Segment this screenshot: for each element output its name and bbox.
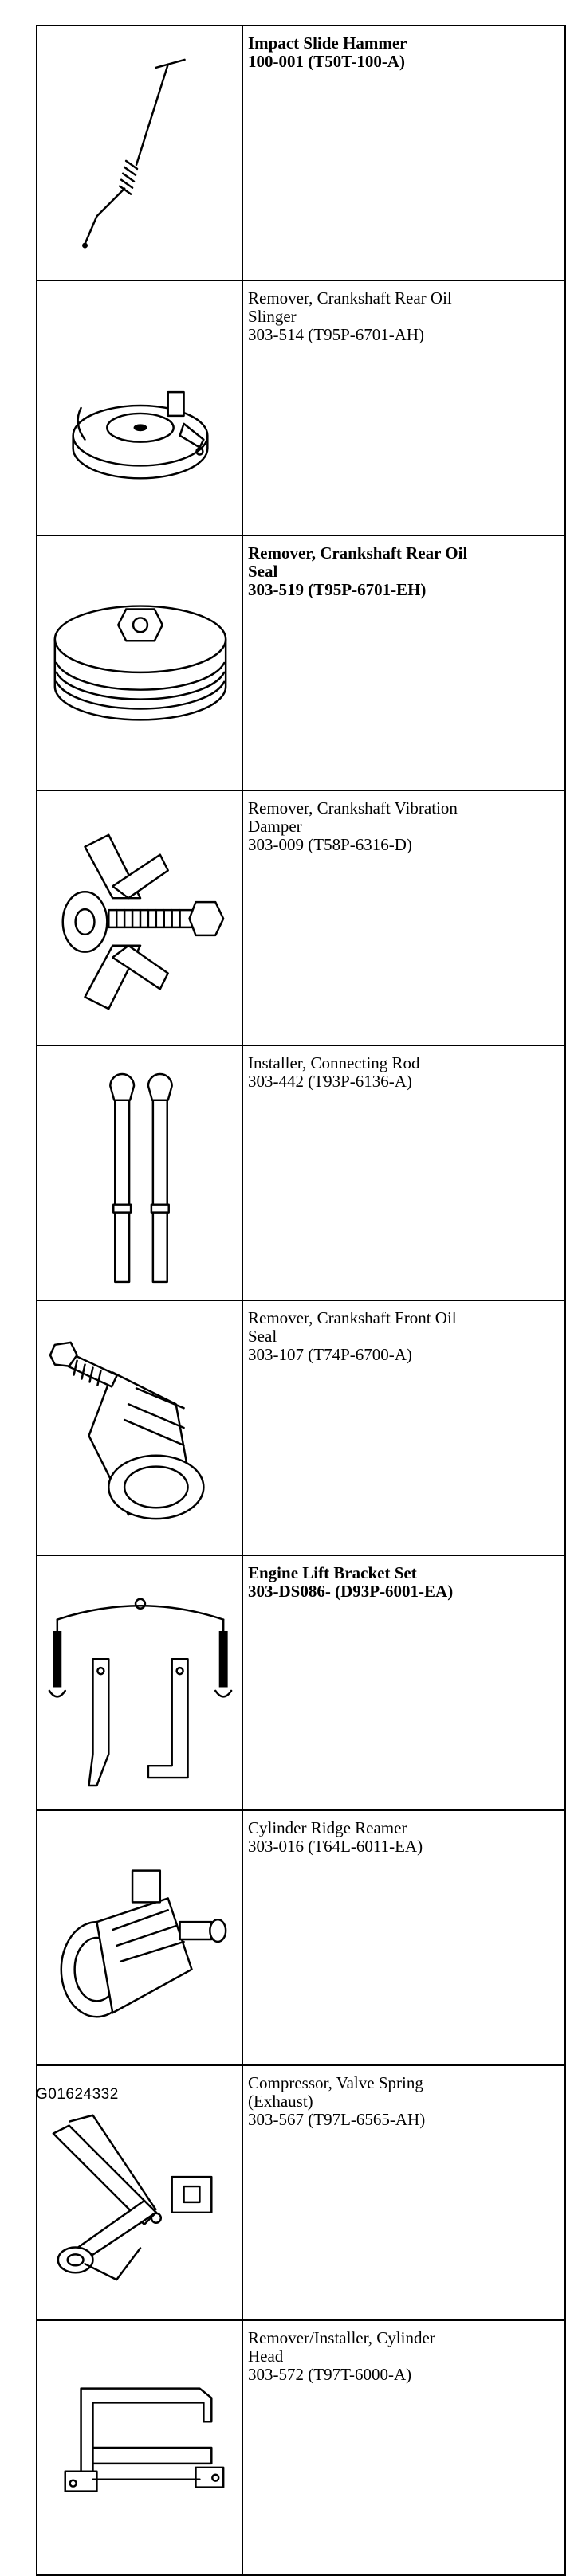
table-row: Remover, Crankshaft Vibration Damper 303… (36, 790, 566, 1046)
cylinder-head-tool-icon (64, 2387, 225, 2492)
valve-spring-compressor-icon (52, 2114, 213, 2281)
tool-description: Remover, Crankshaft Front Oil Seal 303-1… (242, 1300, 566, 1556)
tool-description: Remover, Crankshaft Vibration Damper 303… (242, 790, 566, 1046)
tool-description: Cylinder Ridge Reamer 303-016 (T64L-6011… (242, 1809, 566, 2066)
tool-description: Engine Lift Bracket Set 303-DS086- (D93P… (242, 1555, 566, 1811)
table-row: Cylinder Ridge Reamer 303-016 (T64L-6011… (36, 1809, 566, 2066)
tool-description: Remover, Crankshaft Rear Oil Slinger 303… (242, 280, 566, 536)
tool-description: Remover/Installer, Cylinder Head 303-572… (242, 2319, 566, 2576)
ridge-reamer-icon (60, 1869, 227, 2018)
table-row: Installer, Connecting Rod 303-442 (T93P-… (36, 1045, 566, 1301)
engine-lift-bracket-icon (48, 1598, 233, 1787)
table-row: Engine Lift Bracket Set 303-DS086- (D93P… (36, 1555, 566, 1811)
table-row: Remover/Installer, Cylinder Head 303-572… (36, 2319, 566, 2576)
table-row: Compressor, Valve Spring (Exhaust) 303-5… (36, 2064, 566, 2321)
connecting-rod-installer-icon (109, 1072, 173, 1284)
rear-oil-seal-remover-icon (53, 605, 227, 721)
table-row: Impact Slide Hammer 100-001 (T50T-100-A) (36, 25, 566, 281)
figure-id: G01624332 (36, 2086, 119, 2103)
tool-description: Compressor, Valve Spring (Exhaust) 303-5… (242, 2064, 566, 2321)
table-row: Remover, Crankshaft Rear Oil Seal 303-51… (36, 535, 566, 791)
table-row: Remover, Crankshaft Front Oil Seal 303-1… (36, 1300, 566, 1556)
tool-description: Impact Slide Hammer 100-001 (T50T-100-A) (242, 25, 566, 281)
impact-slide-hammer-icon (82, 58, 186, 249)
tool-description: Remover, Crankshaft Rear Oil Seal 303-51… (242, 535, 566, 791)
tool-description: Installer, Connecting Rod 303-442 (T93P-… (242, 1045, 566, 1301)
oil-slinger-remover-icon (72, 390, 209, 480)
table-row: Remover, Crankshaft Rear Oil Slinger 303… (36, 280, 566, 536)
vibration-damper-remover-icon (61, 833, 225, 1010)
front-oil-seal-remover-icon (49, 1341, 205, 1520)
special-tools-table: Impact Slide Hammer 100-001 (T50T-100-A) (36, 25, 566, 2576)
